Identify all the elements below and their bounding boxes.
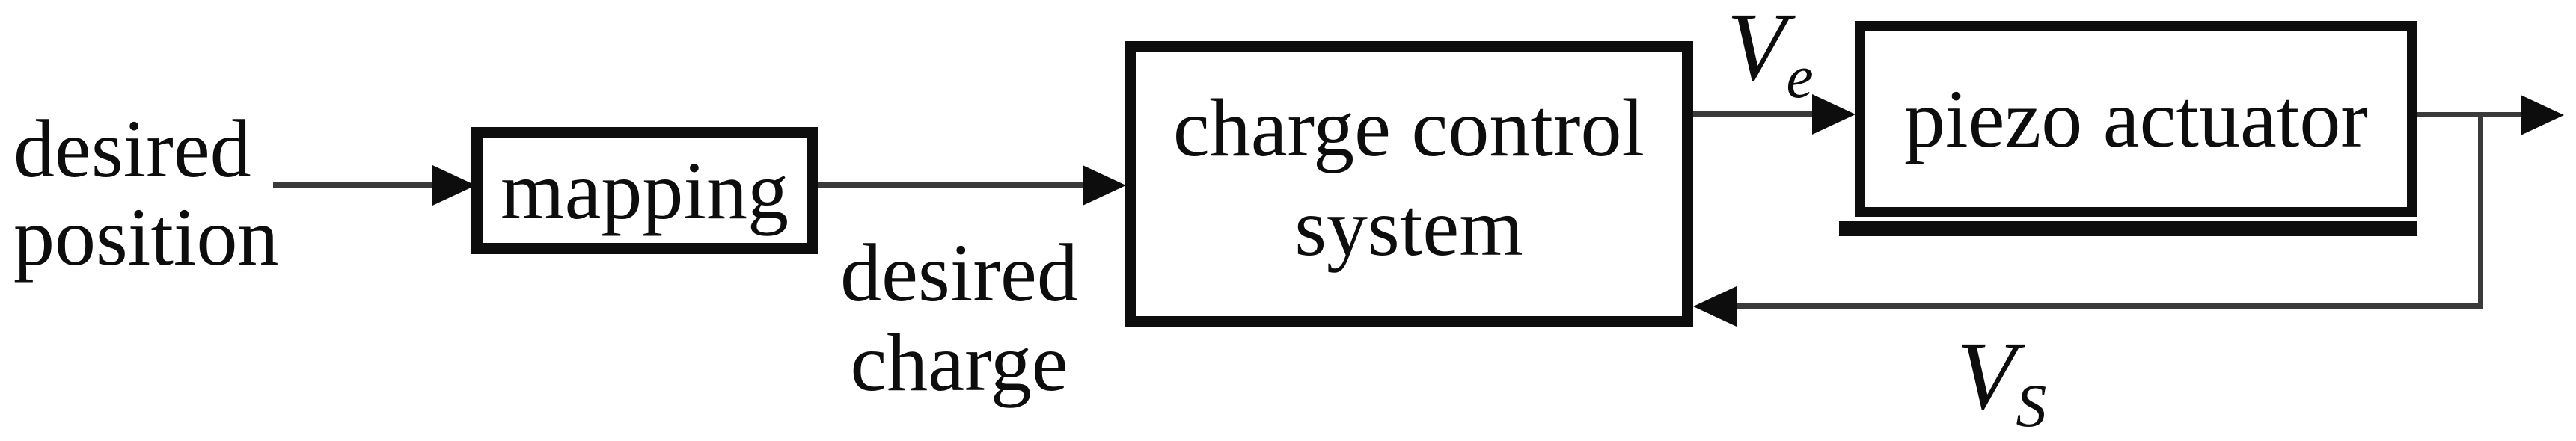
vs-subscript: S <box>2016 371 2047 440</box>
charge-control-system-block: charge control system <box>1125 41 1693 327</box>
mapping-to-controller-line <box>818 182 1087 188</box>
desired-position-line2: position <box>13 191 279 283</box>
feedback-line-vertical <box>2478 114 2483 307</box>
feedback-arrowhead-icon <box>1693 286 1737 327</box>
charge-control-system-label: charge control system <box>1173 78 1645 277</box>
vs-label: VS <box>1957 327 2046 441</box>
input-connector-line <box>273 182 436 188</box>
ve-base: V <box>1727 0 1787 101</box>
ve-connector-line <box>1693 111 1814 117</box>
charge-control-system-line1: charge control <box>1172 81 1645 173</box>
feedback-line-horizontal <box>1706 303 2483 309</box>
piezo-actuator-label: piezo actuator <box>1904 73 2368 164</box>
desired-charge-label: desired charge <box>810 228 1109 407</box>
charge-control-system-line2: system <box>1294 181 1523 273</box>
piezo-actuator-block: piezo actuator <box>1855 21 2417 217</box>
piezo-actuator-bottom-edge <box>1839 221 2417 236</box>
output-connector-line <box>2417 112 2523 117</box>
desired-charge-line2: charge <box>850 317 1068 408</box>
desired-charge-line1: desired <box>840 227 1078 318</box>
input-arrowhead-icon <box>432 165 476 206</box>
vs-base: V <box>1957 322 2016 430</box>
mapping-block: mapping <box>471 127 818 254</box>
ve-label: Ve <box>1727 0 1814 126</box>
mapping-block-label: mapping <box>501 144 789 236</box>
ve-arrowhead-icon <box>1812 94 1855 135</box>
desired-position-line1: desired <box>13 103 251 194</box>
ve-subscript: e <box>1786 43 1814 111</box>
output-arrowhead-icon <box>2521 95 2564 135</box>
desired-position-label: desired position <box>13 105 279 281</box>
mapping-to-controller-arrowhead-icon <box>1083 165 1126 206</box>
